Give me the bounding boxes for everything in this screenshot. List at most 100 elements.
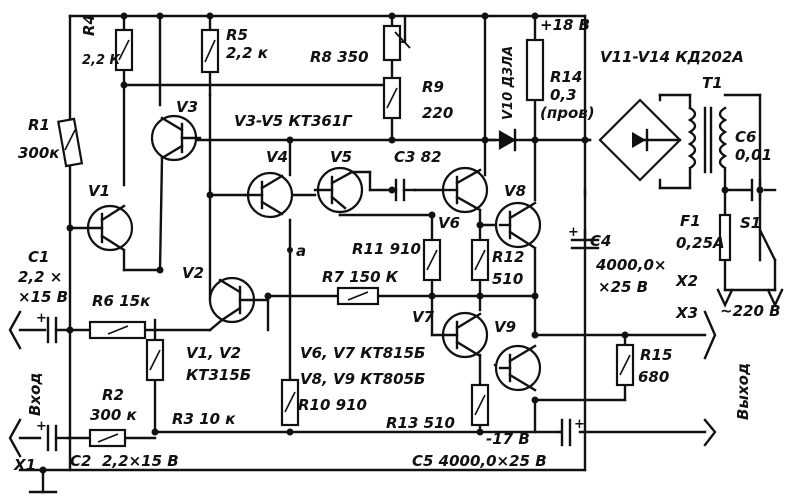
label-v2: V2 xyxy=(182,264,204,282)
label-input: Вход xyxy=(26,372,44,416)
transistor-v6 xyxy=(441,166,489,214)
resistor-r2 xyxy=(88,428,127,448)
label-c6-value: 0,01 xyxy=(735,146,772,164)
label-c4: C4 xyxy=(590,232,611,250)
label-c6: C6 xyxy=(735,128,756,146)
labels: R1 300к R4 2,2 К R5 2,2 к R8 350 R9 220 … xyxy=(13,14,781,474)
label-c1: C1 xyxy=(28,248,49,266)
transformer-t1 xyxy=(687,106,728,174)
label-v3: V3 xyxy=(176,98,198,116)
capacitors: + + + + xyxy=(36,178,762,452)
capacitor-c4: + xyxy=(568,225,600,250)
label-v5: V5 xyxy=(330,148,352,166)
resistor-r3 xyxy=(145,338,165,382)
label-c5: C5 4000,0×25 В xyxy=(412,452,547,470)
resistor-r15 xyxy=(615,343,635,387)
transistor-v3 xyxy=(150,114,202,272)
bridge-rectifier xyxy=(598,98,682,182)
wiring xyxy=(18,14,777,472)
resistor-r6 xyxy=(88,320,147,340)
label-r9: R9 xyxy=(422,78,444,96)
label-node-a: a xyxy=(296,242,306,260)
transistor-v2 xyxy=(208,276,270,332)
label-t1: T1 xyxy=(702,74,723,92)
label-c4-value2: ×25 В xyxy=(598,278,648,296)
label-v6-v7: V6, V7 КТ815Б xyxy=(300,344,425,362)
transistor-v1 xyxy=(68,204,162,272)
label-mains: ~220 В xyxy=(720,302,781,320)
svg-text:+: + xyxy=(574,417,585,432)
resistor-r10 xyxy=(280,378,300,427)
resistor-r5 xyxy=(200,28,220,74)
resistor-r7 xyxy=(336,286,380,306)
label-v6: V6 xyxy=(438,214,460,232)
resistor-r1 xyxy=(57,117,84,168)
label-r14-value: 0,3 xyxy=(550,86,577,104)
transistor-v4 xyxy=(243,171,294,219)
capacitor-c5: + xyxy=(560,417,585,447)
label-c1-value2: ×15 В xyxy=(18,288,68,306)
transistor-v8 xyxy=(494,201,542,250)
label-v10: V10 Д3ЛА xyxy=(501,46,516,120)
label-x2: X2 xyxy=(675,272,698,290)
transistor-v9 xyxy=(494,344,542,392)
label-r7: R7 150 К xyxy=(322,268,399,286)
label-r12: R12 xyxy=(492,248,524,266)
label-v1-v2: V1, V2 xyxy=(186,344,241,362)
label-r11: R11 910 xyxy=(352,240,421,258)
label-v7: V7 xyxy=(412,308,435,326)
label-c1-value1: 2,2 × xyxy=(18,268,62,286)
resistor-r13 xyxy=(470,383,490,427)
label-r15: R15 xyxy=(640,346,672,364)
capacitor-c1: + xyxy=(36,311,72,344)
terminals xyxy=(8,288,784,494)
label-r5: R5 xyxy=(226,26,248,44)
label-r4: R4 xyxy=(80,14,98,36)
label-x1: X1 xyxy=(13,456,36,474)
resistor-r14 xyxy=(525,38,545,102)
label-r12-value: 510 xyxy=(492,270,523,288)
transistors xyxy=(68,114,542,392)
label-v11-v14: V11-V14 КД202А xyxy=(600,48,744,66)
label-v4: V4 xyxy=(266,148,288,166)
svg-text:+: + xyxy=(568,225,579,240)
label-v1-v2-type: КТ315Б xyxy=(186,366,251,384)
transistor-v7 xyxy=(430,294,489,359)
label-c4-value1: 4000,0× xyxy=(595,256,666,274)
label-r1: R1 xyxy=(28,116,50,134)
label-vplus: +18 В xyxy=(540,16,590,34)
label-output: Выход xyxy=(734,363,752,420)
label-r4-value: 2,2 К xyxy=(82,53,122,68)
label-r14-note: (пров) xyxy=(540,104,595,122)
label-v8: V8 xyxy=(504,182,526,200)
resistor-r11 xyxy=(422,238,442,282)
label-r6: R6 15к xyxy=(92,292,151,310)
diode-v10 xyxy=(498,128,517,152)
junctions xyxy=(39,12,764,474)
label-v3-v5: V3-V5 КТ361Г xyxy=(234,112,353,130)
label-r2: R2 xyxy=(102,386,124,404)
resistor-r12 xyxy=(470,238,490,282)
label-r10: R10 910 xyxy=(298,396,367,414)
transistor-v5 xyxy=(313,166,372,214)
label-f1-value: 0,25А xyxy=(676,234,725,252)
label-vminus: -17 В xyxy=(486,430,530,448)
label-x3: X3 xyxy=(675,304,698,322)
label-f1: F1 xyxy=(680,212,701,230)
label-c2-value: 2,2×15 В xyxy=(102,452,179,470)
resistors xyxy=(57,24,635,448)
label-r8: R8 350 xyxy=(310,48,369,66)
label-r5-value: 2,2 к xyxy=(226,44,269,62)
svg-text:+: + xyxy=(36,419,47,434)
label-c3: C3 82 xyxy=(394,148,442,166)
resistor-r9 xyxy=(382,76,402,120)
label-r3: R3 10 к xyxy=(172,410,236,428)
label-r9-value: 220 xyxy=(422,104,453,122)
fuse-f1 xyxy=(718,213,732,262)
capacitor-c2: + xyxy=(36,419,70,452)
label-v9: V9 xyxy=(494,318,516,336)
svg-text:+: + xyxy=(36,311,47,326)
resistor-r8 xyxy=(382,24,411,62)
label-v8-v9: V8, V9 КТ805Б xyxy=(300,370,425,388)
